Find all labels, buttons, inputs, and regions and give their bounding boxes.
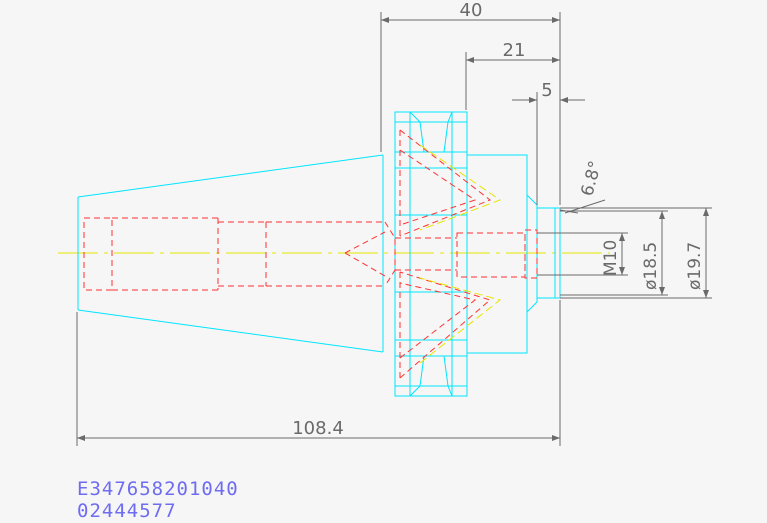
dim-angle-label: 6.8° bbox=[578, 159, 607, 199]
dim-40-label: 40 bbox=[460, 0, 483, 21]
dim-dia-outer-label: ø19.7 bbox=[685, 242, 705, 290]
part-number: E347658201040 bbox=[77, 478, 239, 500]
dim-21-label: 21 bbox=[503, 40, 526, 61]
nose-outline bbox=[466, 154, 561, 354]
bore-hidden-lines bbox=[83, 217, 580, 291]
flange-outline bbox=[394, 111, 468, 397]
dimension-lines bbox=[76, 12, 712, 446]
dim-length-label: 108.4 bbox=[292, 418, 344, 439]
flange-hidden-lines bbox=[399, 129, 492, 379]
dim-5-label: 5 bbox=[541, 80, 552, 101]
flange-center-lines bbox=[419, 144, 502, 364]
dim-dia-inner-label: ø18.5 bbox=[641, 242, 661, 290]
order-number: 02444577 bbox=[77, 500, 177, 522]
dim-thread-label: M10 bbox=[601, 240, 621, 276]
